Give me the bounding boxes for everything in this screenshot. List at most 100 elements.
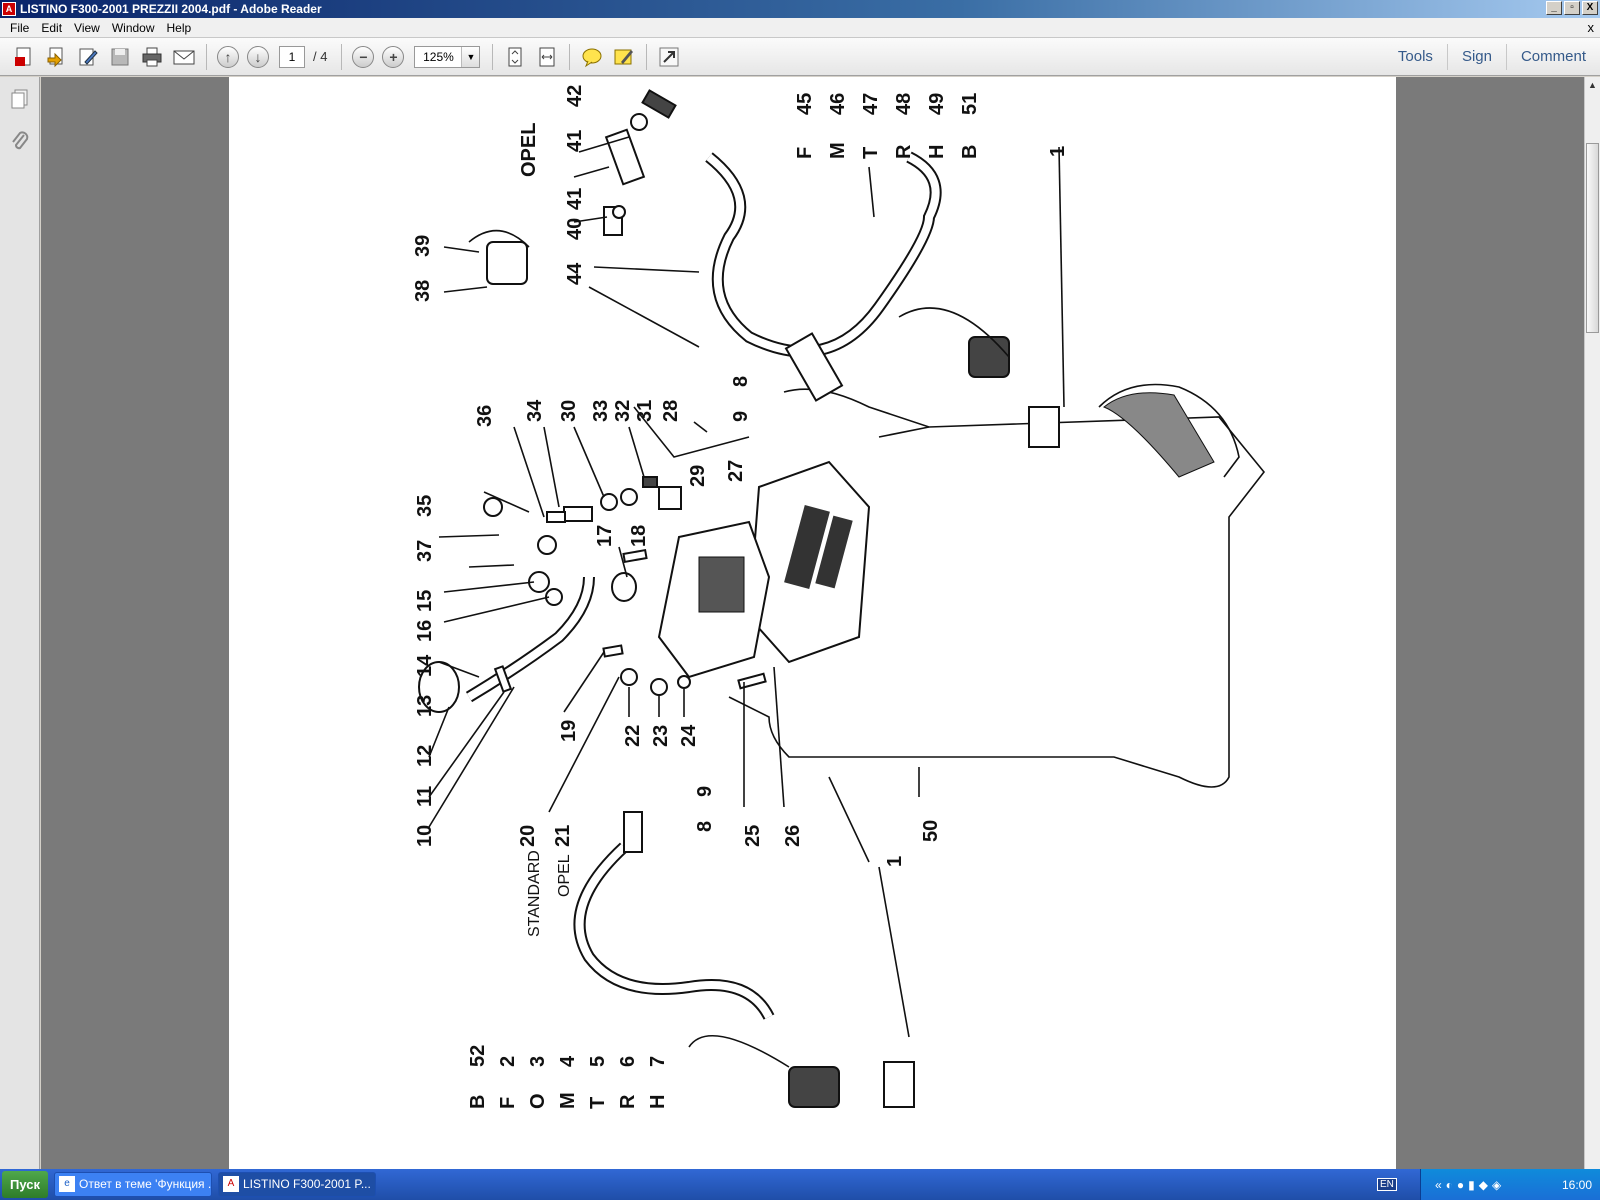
label-20: 20 — [517, 825, 539, 847]
exploded-parts-drawing: OPEL STANDARD OPEL 38 39 44 40 41 41 42 … — [412, 85, 1266, 1109]
menu-file[interactable]: File — [10, 20, 30, 35]
washer-31 — [620, 488, 638, 506]
expand-icon[interactable] — [656, 44, 682, 70]
close-button[interactable]: X — [1582, 1, 1598, 15]
label-9b: 9 — [694, 786, 716, 797]
taskbar-item-label: Ответ в теме 'Функция ... — [79, 1177, 212, 1191]
fitting-29 — [658, 486, 682, 510]
clip-39 — [468, 229, 530, 248]
tools-link[interactable]: Tools — [1397, 48, 1433, 65]
code-letter: M — [827, 142, 849, 159]
leader-lines — [428, 136, 1065, 1038]
code-letter: O — [527, 1093, 549, 1109]
washer-42 — [630, 113, 648, 131]
label-23: 23 — [650, 725, 672, 747]
code-number: 48 — [893, 93, 915, 115]
menu-help[interactable]: Help — [166, 20, 192, 35]
label-40: 40 — [564, 218, 586, 240]
fitting-8-bottom — [623, 811, 643, 853]
code-number: 46 — [827, 93, 849, 115]
close-document-button[interactable]: x — [1587, 20, 1595, 35]
vertical-scrollbar[interactable]: ▲ — [1584, 77, 1600, 1169]
menu-edit[interactable]: Edit — [41, 20, 63, 35]
menu-window[interactable]: Window — [111, 20, 155, 35]
label-19: 19 — [558, 720, 580, 742]
code-number: 47 — [860, 93, 882, 115]
start-button[interactable]: Пуск — [2, 1171, 48, 1198]
highlight-icon[interactable] — [611, 44, 637, 70]
code-number: 52 — [467, 1045, 489, 1067]
label-39: 39 — [412, 235, 434, 257]
label-9a: 9 — [730, 411, 752, 422]
page-total: / 4 — [313, 49, 328, 64]
zoom-out-icon[interactable]: − — [352, 45, 375, 68]
attachments-icon[interactable] — [8, 129, 32, 153]
page-number-input[interactable]: 1 — [279, 45, 305, 68]
code-number: 3 — [527, 1056, 549, 1067]
taskbar: Пуск e Ответ в теме 'Функция ... A LISTI… — [0, 1169, 1600, 1200]
label-17: 17 — [594, 525, 616, 547]
code-number: 6 — [617, 1056, 639, 1067]
edit-document-icon[interactable] — [75, 44, 101, 70]
language-indicator[interactable]: EN — [1377, 1178, 1397, 1191]
tank-edge — [878, 426, 930, 438]
document-viewer[interactable]: OPEL STANDARD OPEL 38 39 44 40 41 41 42 … — [41, 77, 1584, 1169]
restore-button[interactable]: ▫ — [1564, 1, 1580, 15]
toolbar-separator — [646, 43, 648, 70]
label-24: 24 — [678, 724, 700, 747]
washer-41 — [612, 205, 626, 219]
fit-width-icon[interactable] — [534, 44, 560, 70]
fitting-36 — [537, 535, 557, 555]
minimize-button[interactable]: _ — [1546, 1, 1562, 15]
label-28: 28 — [660, 400, 682, 422]
code-letter: F — [497, 1097, 519, 1109]
code-letter: R — [617, 1094, 639, 1109]
label-41a: 41 — [564, 188, 586, 210]
next-page-icon[interactable]: ↓ — [247, 45, 269, 68]
scroll-up-icon[interactable]: ▲ — [1588, 80, 1597, 90]
zoom-in-icon[interactable]: + — [382, 45, 405, 68]
menu-view[interactable]: View — [74, 20, 100, 35]
label-standard: STANDARD — [526, 850, 543, 937]
banjo-fitting-42 — [641, 89, 677, 119]
oring-17 — [611, 572, 637, 602]
page-thumbnails-icon[interactable] — [8, 87, 32, 111]
zoom-select[interactable]: 125% ▼ — [414, 45, 481, 68]
fit-page-icon[interactable] — [502, 44, 528, 70]
mounting-plate-group — [657, 460, 871, 679]
code-letter: T — [860, 147, 882, 159]
tray-icons[interactable]: «◐●▮◆◈ — [1435, 1177, 1506, 1192]
taskbar-item-reader[interactable]: A LISTINO F300-2001 P... — [218, 1172, 376, 1197]
pipe-14 — [465, 576, 595, 703]
coupling-1-bottom — [788, 1066, 840, 1108]
menu-bar: File Edit View Window Help x — [0, 18, 1600, 38]
previous-page-icon[interactable]: ↑ — [217, 45, 239, 68]
label-41b: 41 — [564, 130, 586, 152]
bolt-25 — [737, 672, 767, 690]
open-file-icon[interactable] — [43, 44, 69, 70]
email-icon[interactable] — [171, 44, 197, 70]
create-pdf-icon[interactable] — [11, 44, 37, 70]
comment-link[interactable]: Comment — [1505, 44, 1600, 70]
sender-38 — [486, 241, 528, 285]
label-36: 36 — [474, 405, 496, 427]
window-titlebar[interactable]: A LISTINO F300-2001 PREZZII 2004.pdf - A… — [0, 0, 1600, 18]
sign-link[interactable]: Sign — [1446, 44, 1506, 70]
pdf-page: OPEL STANDARD OPEL 38 39 44 40 41 41 42 … — [229, 77, 1396, 1169]
label-1a: 1 — [1047, 146, 1069, 157]
save-icon[interactable] — [107, 44, 133, 70]
print-icon[interactable] — [139, 44, 165, 70]
adobe-reader-icon: A — [223, 1176, 239, 1192]
label-27: 27 — [725, 460, 747, 482]
comment-icon[interactable] — [579, 44, 605, 70]
label-21: 21 — [552, 825, 574, 847]
code-letter: H — [926, 145, 948, 159]
system-tray: EN «◐●▮◆◈ 16:00 — [1377, 1169, 1600, 1200]
scroll-thumb[interactable] — [1586, 143, 1599, 333]
label-38: 38 — [412, 280, 434, 302]
chevron-down-icon[interactable]: ▼ — [461, 46, 480, 67]
coupling-1-top — [968, 336, 1010, 378]
label-opel-top: OPEL — [518, 123, 540, 177]
taskbar-item-browser[interactable]: e Ответ в теме 'Функция ... — [54, 1172, 212, 1197]
